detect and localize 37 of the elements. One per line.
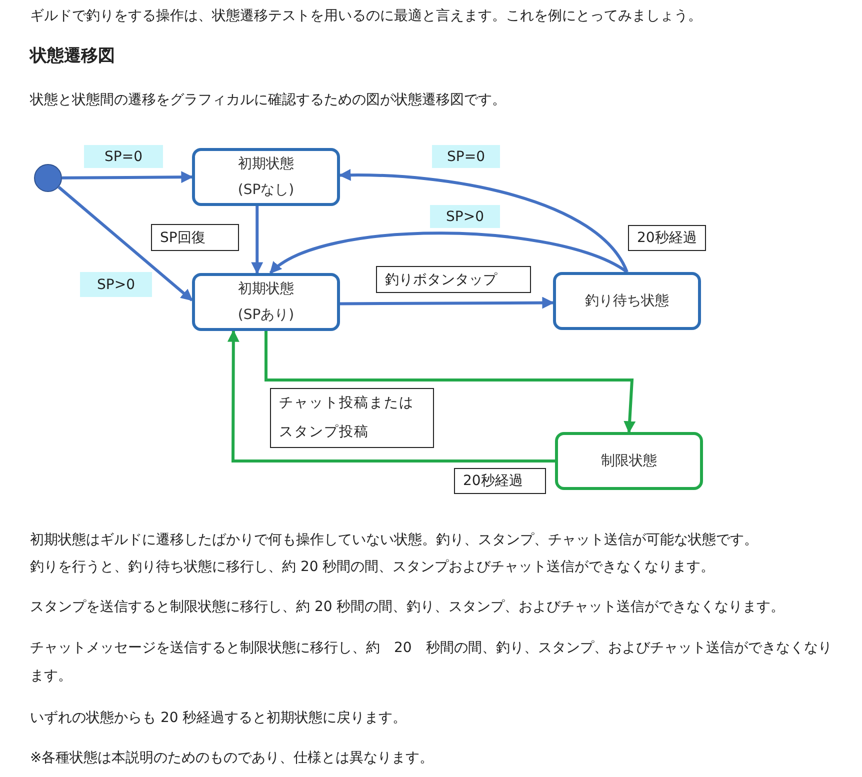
body-text: チャットメッセージを送信すると制限状態に移行し、約 20 秒間の間、釣り、スタンプ、およびチャット送信ができなくなります。 [30, 639, 833, 686]
state-name: (SPなし) [238, 181, 294, 200]
state-name: 初期状態 [238, 280, 294, 299]
state-box [555, 432, 703, 490]
state-name: 制限状態 [601, 452, 657, 471]
start-circle [34, 164, 62, 192]
edge-label: SP=0 [432, 145, 500, 168]
arrow [338, 169, 628, 273]
edge-label: SP=0 [84, 145, 163, 168]
state-box [192, 148, 340, 206]
description-text: 状態と状態間の遷移をグラフィカルに確認するための図が状態遷移図です。 [30, 91, 507, 110]
body-text: 初期状態はギルドに遷移したばかりで何も操作していない状態。釣り、スタンプ、チャット送信が可能な状態です。 [30, 531, 759, 550]
arrow [264, 331, 636, 434]
edge-label: SP回復 [151, 224, 239, 251]
arrow [270, 232, 628, 274]
arrow [62, 171, 194, 184]
state-box [553, 272, 701, 330]
edge-label: 釣りボタンタップ [376, 266, 531, 293]
arrow [58, 186, 193, 302]
edge-label: SP>0 [80, 272, 152, 297]
condition-label: 20秒経過 [628, 225, 706, 251]
state-name: (SPあり) [238, 306, 294, 325]
arrow [340, 296, 554, 309]
edge-label: 20秒経過 [454, 468, 546, 494]
state-box [192, 273, 340, 331]
state-name: 釣り待ち状態 [585, 292, 669, 311]
body-text: スタンプを送信すると制限状態に移行し、約 20 秒間の間、釣り、スタンプ、およびチャット送信ができなくなります。 [30, 598, 786, 617]
note-text: ※各種状態は本説明のためのものであり、仕様とは異なります。 [30, 749, 435, 768]
state-name: 初期状態 [238, 155, 294, 174]
body-text: いずれの状態からも 20 秒経過すると初期状態に戻ります。 [30, 709, 408, 728]
body-text: 釣りを行うと、釣り待ち状態に移行し、約 20 秒間の間、スタンプおよびチャット送信ができなくなります。 [30, 558, 716, 577]
edge-label: チャット投稿またはスタンプ投稿 [270, 388, 434, 448]
arrow [251, 206, 264, 274]
para-text: ギルドで釣りをする操作は、状態遷移テストを用いるのに最適と言えます。これを例にとってみましょう。 [30, 7, 703, 26]
section-heading: 状態遷移図 [30, 45, 115, 67]
arrow [227, 330, 555, 462]
edge-label: SP>0 [430, 205, 500, 228]
